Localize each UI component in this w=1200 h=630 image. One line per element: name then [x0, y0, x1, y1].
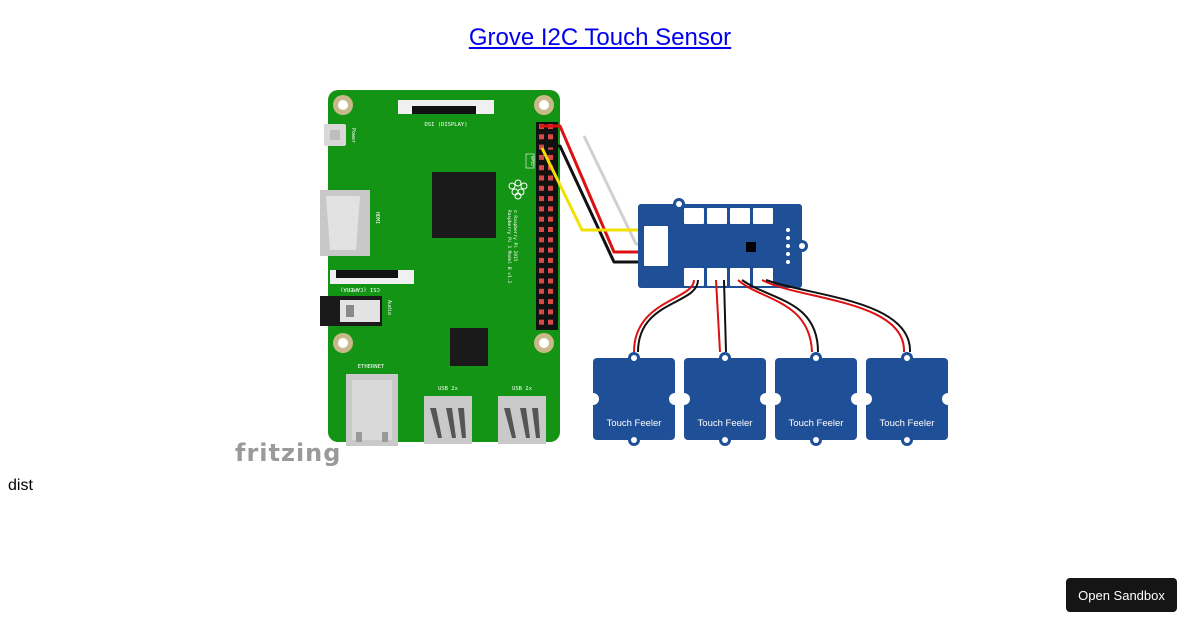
- gpio-pin: [539, 268, 544, 274]
- raspberry-pi-board: DSI (DISPLAY) Power HDMI CSI (CAMERA) Au…: [320, 90, 560, 446]
- gpio-pin: [548, 299, 553, 305]
- gpio-pin: [539, 216, 544, 222]
- touch-feeler-3: Touch Feeler: [769, 352, 863, 446]
- gpio-pin: [548, 134, 553, 140]
- audio-label: Audio: [386, 300, 392, 315]
- gpio-pin: [539, 206, 544, 212]
- gpio-pin: [539, 299, 544, 305]
- gpio-pin: [539, 196, 544, 202]
- feeler-label-3: Touch Feeler: [789, 418, 844, 429]
- gpio-pin: [539, 319, 544, 325]
- hub-to-feeler-wires: [633, 279, 912, 353]
- feeler-label-1: Touch Feeler: [607, 418, 662, 429]
- fritzing-watermark: fritzing: [235, 439, 341, 467]
- gpio-pin: [548, 216, 553, 222]
- gpio-pin: [539, 247, 544, 253]
- gpio-pin: [548, 309, 553, 315]
- hdmi-label: HDMI: [374, 212, 380, 224]
- gpio-pin: [539, 278, 544, 284]
- gpio-pin: [548, 237, 553, 243]
- gpio-pin: [539, 237, 544, 243]
- raspberry-logo-icon: [508, 179, 528, 200]
- gpio-pin: [548, 227, 553, 232]
- gpio-pin: [548, 154, 553, 160]
- usb1-label: USB 2x: [438, 386, 459, 392]
- gpio-pin: [539, 257, 544, 263]
- gpio-pin: [548, 319, 553, 325]
- usb2-label: USB 2x: [512, 386, 533, 392]
- gpio-pin: [539, 144, 544, 150]
- gpio-pin: [539, 185, 544, 191]
- gpio-pin: [539, 309, 544, 315]
- model-label-1: Raspberry Pi 3 Model B v1.2: [506, 210, 512, 283]
- gpio-pin: [548, 185, 553, 191]
- gpio-pin: [539, 175, 544, 181]
- power-label: Power: [350, 128, 356, 143]
- dist-text: dist: [8, 477, 33, 494]
- display-label: DSI (DISPLAY): [424, 122, 467, 128]
- model-label-2: © Raspberry Pi 2015: [512, 210, 518, 262]
- gpio-pin: [539, 134, 544, 140]
- gpio-pin: [539, 165, 544, 171]
- gpio-pin: [539, 154, 544, 160]
- gpio-pin: [548, 175, 553, 181]
- gpio-pin: [548, 278, 553, 284]
- gpio-pin: [539, 288, 544, 294]
- gpio-label: GPIO: [530, 156, 535, 166]
- grove-hub-board: [638, 198, 808, 288]
- open-sandbox-button[interactable]: Open Sandbox: [1066, 578, 1177, 612]
- page-title-link[interactable]: Grove I2C Touch Sensor: [468, 24, 732, 51]
- gpio-pin: [548, 206, 553, 212]
- gpio-pin: [548, 196, 553, 202]
- gpio-pin: [548, 257, 553, 263]
- gpio-pin: [539, 227, 544, 232]
- touch-feeler-2: Touch Feeler: [678, 352, 772, 446]
- touch-feeler-1: Touch Feeler: [587, 352, 681, 446]
- feeler-label-4: Touch Feeler: [880, 418, 935, 429]
- gpio-pin: [548, 247, 553, 253]
- gpio-pin: [548, 288, 553, 294]
- feeler-label-2: Touch Feeler: [698, 418, 753, 429]
- touch-feeler-4: Touch Feeler: [860, 352, 954, 446]
- camera-label: CSI (CAMERA): [340, 286, 380, 292]
- gpio-pin: [548, 268, 553, 274]
- ethernet-label: ETHERNET: [358, 364, 385, 370]
